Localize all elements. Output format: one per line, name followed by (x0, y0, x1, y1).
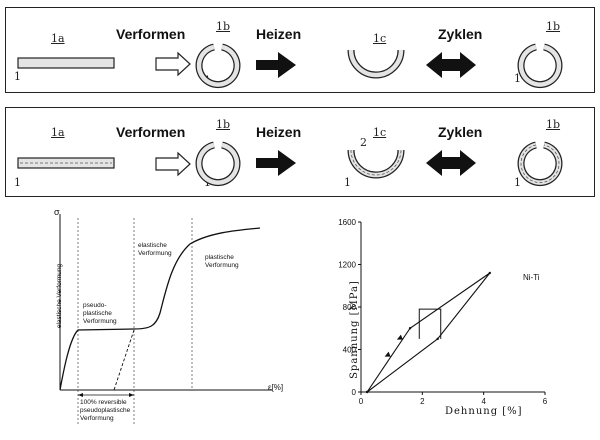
niti-point (488, 271, 491, 275)
niti-point (408, 327, 412, 330)
process-graphics-1 (17, 43, 563, 88)
x-tick-label: 0 (359, 397, 364, 406)
heizen-label: Heizen (256, 26, 302, 42)
process-panel-2: 1a 1 1b 1 1c 2 1 1b 1 Verformen Heizen Z… (5, 107, 595, 197)
verformen-label: Verformen (116, 124, 186, 140)
process-panel-1: 1a 1 1b 1 1c 1b 1 Verformen Heizen Zykle… (5, 7, 595, 93)
tag-1b: 1b (216, 20, 231, 33)
verformen-label: Verformen (116, 26, 186, 42)
legend-label: Ni-Ti (523, 273, 540, 282)
arc-wire-inner (348, 49, 404, 78)
niti-hysteresis-loop (366, 272, 491, 393)
y-tick-label: 0 (352, 388, 357, 397)
region-label-elastic-1: elastische Verformung (56, 263, 64, 329)
tag-2: 2 (360, 136, 367, 149)
process-graphics-2 (17, 141, 563, 186)
y-axis-label: σ (54, 207, 60, 217)
niti-point (436, 337, 439, 341)
coil-core-dash (520, 144, 560, 183)
tag-1c: 1c (373, 126, 387, 139)
niti-point (365, 390, 369, 394)
tag-1: 1 (14, 70, 21, 83)
tag-1: 1 (14, 176, 21, 189)
tag-1b: 1b (546, 118, 561, 131)
y-tick-label: 1600 (338, 218, 356, 227)
x-tick-label: 6 (543, 397, 548, 406)
zyklen-label: Zyklen (438, 26, 483, 42)
unloading-line (113, 329, 135, 391)
tag-1c: 1c (373, 32, 387, 45)
tag-1b: 1b (216, 118, 231, 131)
range-arrow-head-r (129, 393, 134, 397)
arc-wire (347, 149, 405, 179)
region-label-elastic-2: elastische Verformung (138, 242, 172, 257)
region-label-plastic: plastische Verformung (205, 254, 239, 269)
y-tick-label: 1200 (338, 261, 356, 270)
y-axis-title: Spannung [MPa] (348, 280, 360, 379)
double-arrow (426, 150, 476, 176)
plateau-marker (418, 308, 442, 339)
unload-arrow (396, 334, 403, 340)
x-axis-label: ε[%] (268, 383, 284, 392)
coiled-wire-1-inner (196, 44, 240, 87)
coiled-wire-2-inner (518, 44, 562, 87)
tag-1: 1 (344, 176, 351, 189)
tag-1: 1 (514, 176, 521, 189)
tag-1a: 1a (51, 32, 65, 45)
coiled-wire-1-inner (196, 142, 240, 185)
tag-1: 1 (514, 72, 521, 85)
tag-1a: 1a (51, 126, 65, 139)
arc-wire (347, 49, 405, 79)
outline-arrow (155, 151, 191, 177)
outline-arrow (155, 51, 191, 77)
x-axis-title: Dehnung [%] (445, 406, 523, 417)
x-tick-label: 2 (420, 397, 425, 406)
arc-core-dash (350, 149, 402, 176)
unload-arrow (384, 351, 391, 357)
region-label-pseudo: pseudo-plastische Verformung (83, 302, 117, 325)
y-tick-label: 400 (343, 346, 357, 355)
double-arrow (426, 52, 476, 78)
zyklen-label: Zyklen (438, 124, 483, 140)
heizen-label: Heizen (256, 124, 302, 140)
x-tick-label: 4 (481, 397, 486, 406)
solid-arrow (256, 150, 296, 176)
stress-strain-schematic: σ ε[%] elastische Verformung pseudo-plas… (40, 208, 295, 433)
straight-wire (17, 57, 115, 69)
stress-strain-curve (59, 227, 261, 391)
solid-arrow (256, 52, 296, 78)
y-tick-label: 800 (343, 303, 357, 312)
reversible-annotation: 100% reversible pseudoplastische Verform… (80, 399, 131, 422)
range-arrow-head-l (78, 393, 83, 397)
niti-chart: 0 400 800 1200 1600 0 2 4 6 Ni-Ti Spannung [MPa]… (325, 212, 590, 437)
tag-1b: 1b (546, 20, 561, 33)
